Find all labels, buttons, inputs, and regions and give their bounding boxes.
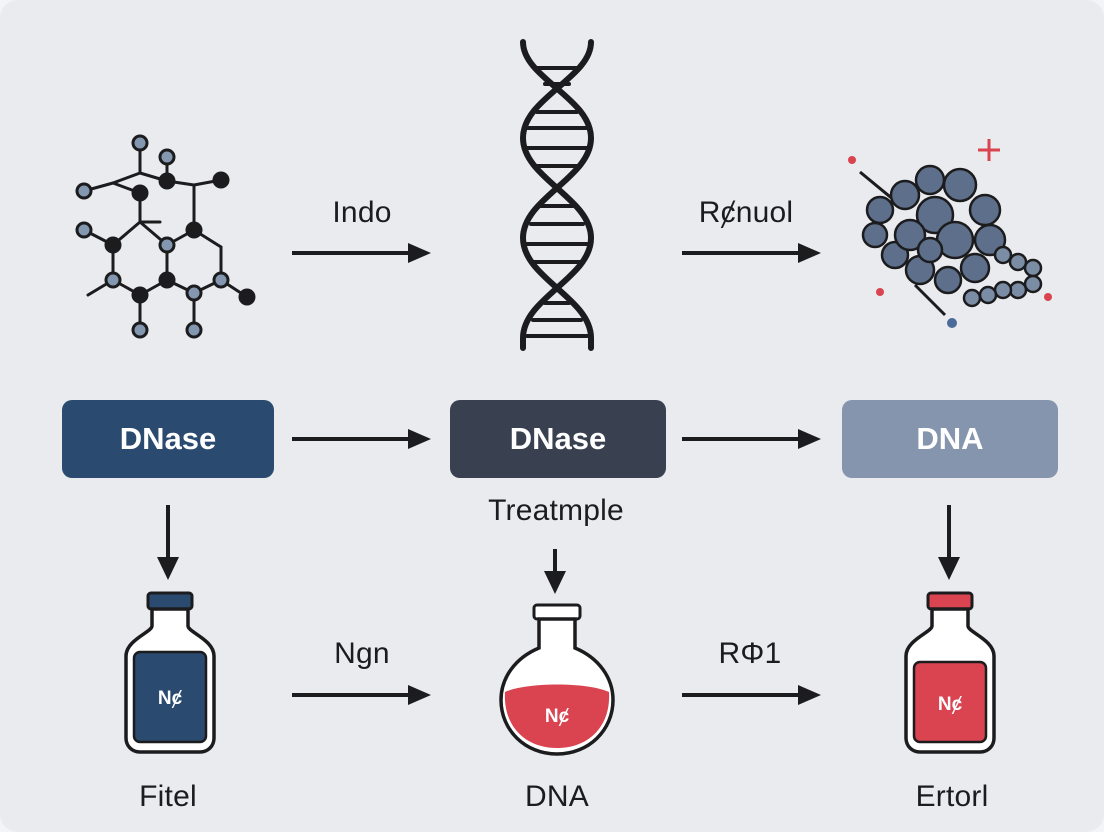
arrow-label-bottom-2: RΦ1 bbox=[718, 637, 782, 670]
arrow-right-icon bbox=[292, 685, 431, 705]
caption-fitel: Fitel bbox=[139, 780, 197, 813]
molecule-icon bbox=[75, 134, 256, 339]
arrow-down-icon bbox=[938, 505, 960, 580]
caption-dna: DNA bbox=[525, 780, 589, 813]
protein-icon bbox=[848, 139, 1052, 328]
dna-helix-icon bbox=[519, 39, 595, 351]
arrow-right-icon bbox=[292, 429, 431, 449]
arrow-label-top-2: Rȼnuol bbox=[698, 196, 794, 229]
caption-ertorl: Ertorl bbox=[915, 780, 989, 813]
bottle-icon: Nȼ bbox=[904, 591, 996, 754]
arrow-right-icon bbox=[682, 685, 821, 705]
arrow-right-icon bbox=[682, 429, 821, 449]
arrow-label-top-1: Indo bbox=[332, 196, 392, 229]
bottle-label-3: Nȼ bbox=[938, 694, 963, 715]
arrow-right-icon bbox=[292, 243, 431, 263]
dnase-box-1: DNase bbox=[62, 400, 274, 478]
dna-box: DNA bbox=[842, 400, 1058, 478]
arrow-down-icon bbox=[157, 505, 179, 580]
flask-icon: Nȼ bbox=[499, 603, 615, 756]
arrow-down-icon bbox=[544, 549, 566, 594]
arrow-right-icon bbox=[682, 243, 821, 263]
flask-label: Nȼ bbox=[545, 706, 570, 727]
dnase-box-2: DNase bbox=[450, 400, 666, 478]
bottle-icon: Nȼ bbox=[124, 591, 216, 754]
bottle-label-1: Nȼ bbox=[158, 688, 183, 709]
arrow-label-bottom-1: Ngn bbox=[334, 637, 390, 670]
treatment-caption: Treatmple bbox=[488, 494, 624, 527]
